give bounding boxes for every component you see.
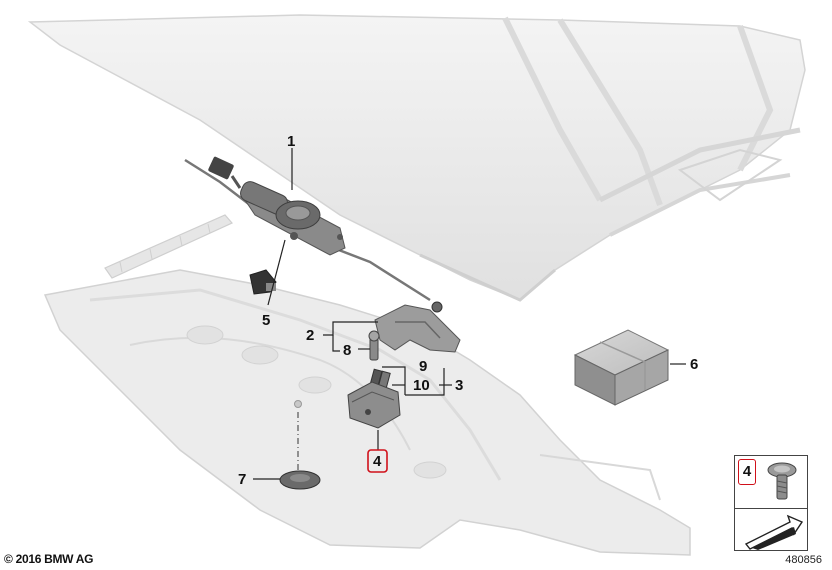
callout-6: 6 — [690, 356, 698, 373]
direction-arrow-icon — [744, 514, 804, 550]
legend-number: 4 — [738, 459, 756, 485]
locking-hook-part — [374, 301, 461, 353]
callout-8: 8 — [343, 342, 351, 359]
callout-10: 10 — [413, 377, 430, 394]
kit-box-part — [573, 329, 670, 406]
diagram-id: 480856 — [785, 554, 822, 566]
screw-icon — [767, 462, 797, 500]
callout-3: 3 — [455, 377, 463, 394]
copyright-text: © 2016 BMW AG — [4, 552, 94, 566]
legend-separator — [735, 508, 807, 509]
drive-motor-assembly — [184, 156, 431, 302]
callout-4: 4 — [373, 453, 382, 470]
callout-7: 7 — [238, 471, 246, 488]
side-trim-bar — [104, 214, 233, 279]
callout-1: 1 — [287, 133, 295, 150]
pin-part — [368, 330, 380, 361]
soft-top-roof — [27, 14, 806, 302]
lock-bracket-part — [347, 381, 401, 429]
callout-9: 9 — [419, 358, 427, 375]
callout-5: 5 — [262, 312, 270, 329]
rubber-pad-part — [279, 400, 321, 490]
callout-2: 2 — [306, 327, 314, 344]
callout-4-highlight-box — [367, 449, 388, 473]
leader-lines — [253, 148, 686, 480]
legend-box: 4 — [734, 455, 808, 551]
callouts: 1 5 2 8 9 10 3 4 7 6 — [238, 133, 698, 488]
